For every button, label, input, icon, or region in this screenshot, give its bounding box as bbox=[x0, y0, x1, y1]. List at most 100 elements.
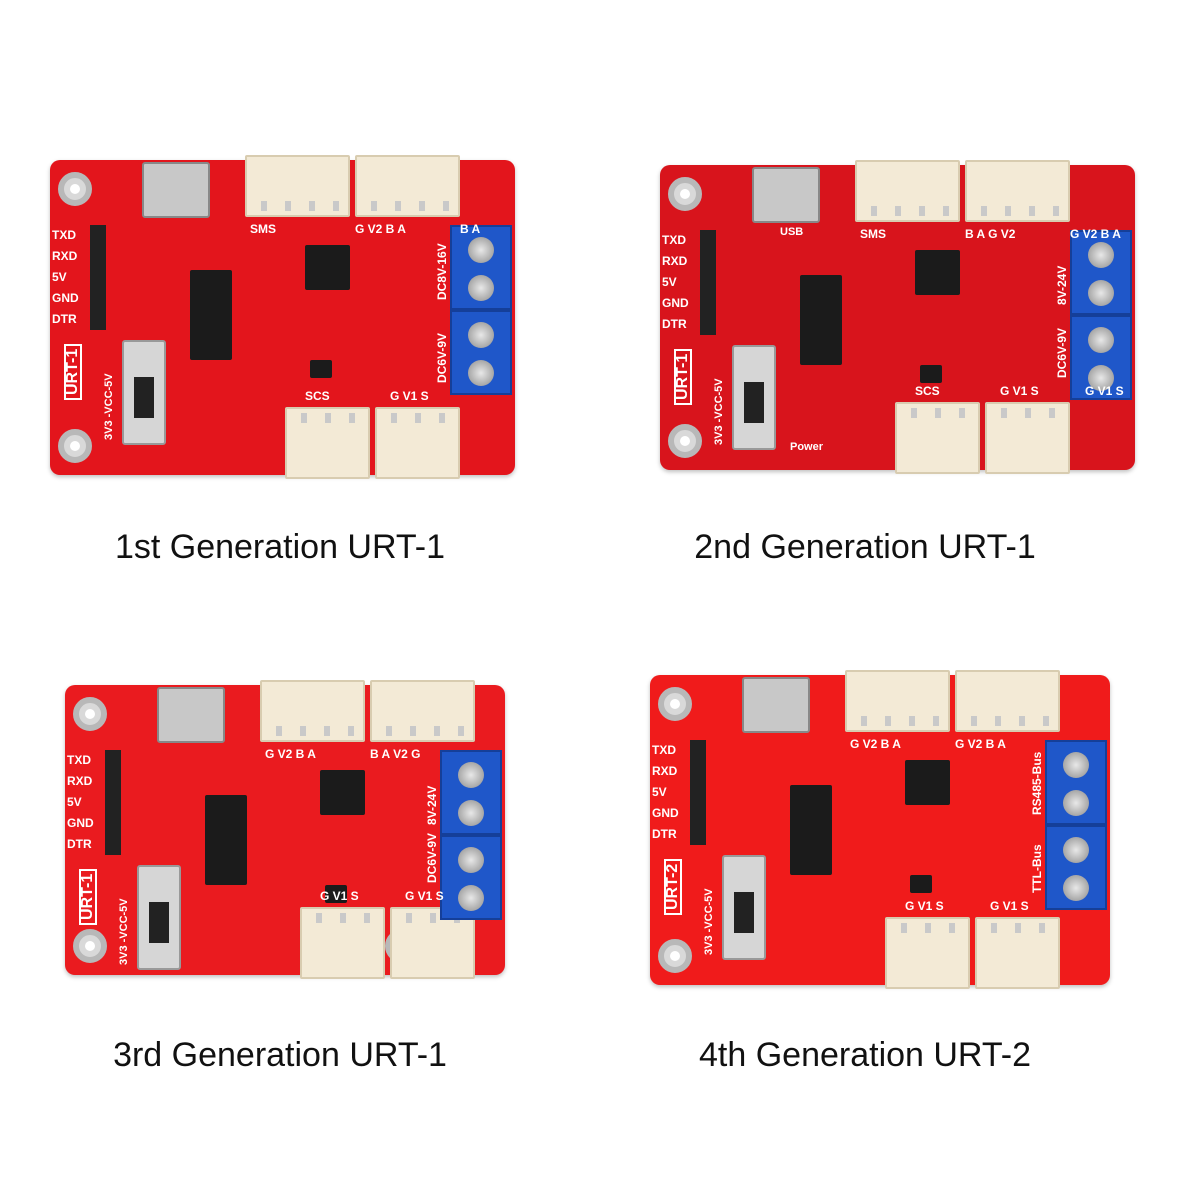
ic-chip bbox=[920, 365, 942, 383]
connector-top bbox=[855, 160, 960, 222]
terminal-block bbox=[450, 310, 512, 395]
terminal-block bbox=[440, 750, 502, 835]
caption-gen4: 4th Generation URT-2 bbox=[699, 1036, 1031, 1074]
top-connector-label: B A G V2 bbox=[965, 227, 1016, 241]
top-connector-label: B A V2 G bbox=[370, 747, 421, 761]
pin-label: RXD bbox=[652, 764, 678, 778]
connector-bottom bbox=[375, 407, 460, 479]
bottom-connector-label: SCS bbox=[915, 384, 940, 398]
bottom-connector-label: G V1 S bbox=[405, 889, 444, 903]
top-connector-label: SMS bbox=[860, 227, 887, 241]
pin-label: DTR bbox=[52, 312, 77, 326]
usb-port-mini-usb bbox=[142, 162, 210, 218]
usb-port-micro-usb bbox=[752, 167, 820, 223]
ic-chip bbox=[325, 885, 347, 903]
screw-icon bbox=[1063, 752, 1089, 778]
pin-header bbox=[690, 740, 706, 845]
connector-top bbox=[955, 670, 1060, 732]
mounting-hole bbox=[73, 929, 107, 963]
usb-port-usb-c bbox=[742, 677, 810, 733]
voltage-label: DC6V-9V bbox=[435, 332, 449, 383]
pin-header bbox=[105, 750, 121, 855]
extra-label: Power bbox=[790, 441, 824, 453]
mounting-hole bbox=[73, 697, 107, 731]
pin-label: RXD bbox=[52, 249, 78, 263]
connector-top bbox=[370, 680, 475, 742]
connector-bottom bbox=[975, 917, 1060, 989]
caption-gen1: 1st Generation URT-1 bbox=[114, 528, 446, 566]
pin-label: DTR bbox=[652, 827, 677, 841]
pin-label: 5V bbox=[662, 275, 677, 289]
top-connector-label: G V2 B A bbox=[1070, 227, 1121, 241]
terminal-block bbox=[440, 835, 502, 920]
top-connector-label: G V2 B A bbox=[850, 737, 901, 751]
caption-gen2: 2nd Generation URT-1 bbox=[694, 528, 1036, 566]
mounting-hole bbox=[58, 429, 92, 463]
switch-label: 3V3 -VCC-5V bbox=[118, 898, 130, 965]
mounting-hole bbox=[658, 687, 692, 721]
ic-chip bbox=[310, 360, 332, 378]
mounting-hole bbox=[668, 424, 702, 458]
screw-icon bbox=[1063, 837, 1089, 863]
top-connector-label: G V2 B A bbox=[355, 222, 406, 236]
screw-icon bbox=[1088, 327, 1114, 353]
screw-icon bbox=[468, 322, 494, 348]
caption-gen3: 3rd Generation URT-1 bbox=[113, 1036, 447, 1074]
voltage-label: DC8V-16V bbox=[435, 243, 449, 300]
terminal-block bbox=[1045, 825, 1107, 910]
pin-label: GND bbox=[662, 296, 689, 310]
ic-chip bbox=[190, 270, 232, 360]
bottom-connector-label: G V1 S bbox=[1085, 384, 1124, 398]
screw-icon bbox=[1088, 280, 1114, 306]
ic-chip bbox=[320, 770, 365, 815]
screw-icon bbox=[458, 885, 484, 911]
bottom-connector-label: G V1 S bbox=[320, 889, 359, 903]
power-switch bbox=[122, 340, 166, 445]
terminal-block bbox=[1070, 315, 1132, 400]
voltage-label: DC6V-9V bbox=[1055, 327, 1069, 378]
top-connector-label: G V2 B A bbox=[265, 747, 316, 761]
connector-bottom bbox=[285, 407, 370, 479]
model-label: URT-2 bbox=[664, 858, 682, 915]
pin-label: RXD bbox=[662, 254, 688, 268]
connector-top bbox=[260, 680, 365, 742]
power-switch bbox=[722, 855, 766, 960]
pin-label: DTR bbox=[67, 837, 92, 851]
bottom-connector-label: G V1 S bbox=[390, 389, 429, 403]
ic-chip bbox=[305, 245, 350, 290]
connector-top bbox=[355, 155, 460, 217]
top-connector-label: G V2 B A bbox=[955, 737, 1006, 751]
pin-header bbox=[700, 230, 716, 335]
screw-icon bbox=[458, 800, 484, 826]
screw-icon bbox=[468, 275, 494, 301]
terminal-block bbox=[450, 225, 512, 310]
connector-bottom bbox=[885, 917, 970, 989]
usb-port-micro-usb bbox=[157, 687, 225, 743]
pin-label: TXD bbox=[52, 228, 76, 242]
connector-bottom bbox=[895, 402, 980, 474]
model-label: URT-1 bbox=[64, 343, 82, 400]
pin-label: TXD bbox=[662, 233, 686, 247]
screw-icon bbox=[468, 360, 494, 386]
bottom-connector-label: G V1 S bbox=[990, 899, 1029, 913]
pin-label: GND bbox=[652, 806, 679, 820]
connector-bottom bbox=[300, 907, 385, 979]
screw-icon bbox=[1063, 790, 1089, 816]
bottom-connector-label: G V1 S bbox=[905, 899, 944, 913]
connector-top bbox=[845, 670, 950, 732]
pin-label: TXD bbox=[652, 743, 676, 757]
power-switch bbox=[137, 865, 181, 970]
screw-icon bbox=[458, 762, 484, 788]
voltage-label: TTL-Bus bbox=[1030, 844, 1044, 893]
ic-chip bbox=[910, 875, 932, 893]
power-switch bbox=[732, 345, 776, 450]
switch-label: 3V3 -VCC-5V bbox=[713, 378, 725, 445]
pin-label: DTR bbox=[662, 317, 687, 331]
top-connector-label: SMS bbox=[250, 222, 277, 236]
ic-chip bbox=[905, 760, 950, 805]
screw-icon bbox=[1063, 875, 1089, 901]
model-label: URT-1 bbox=[79, 868, 97, 925]
